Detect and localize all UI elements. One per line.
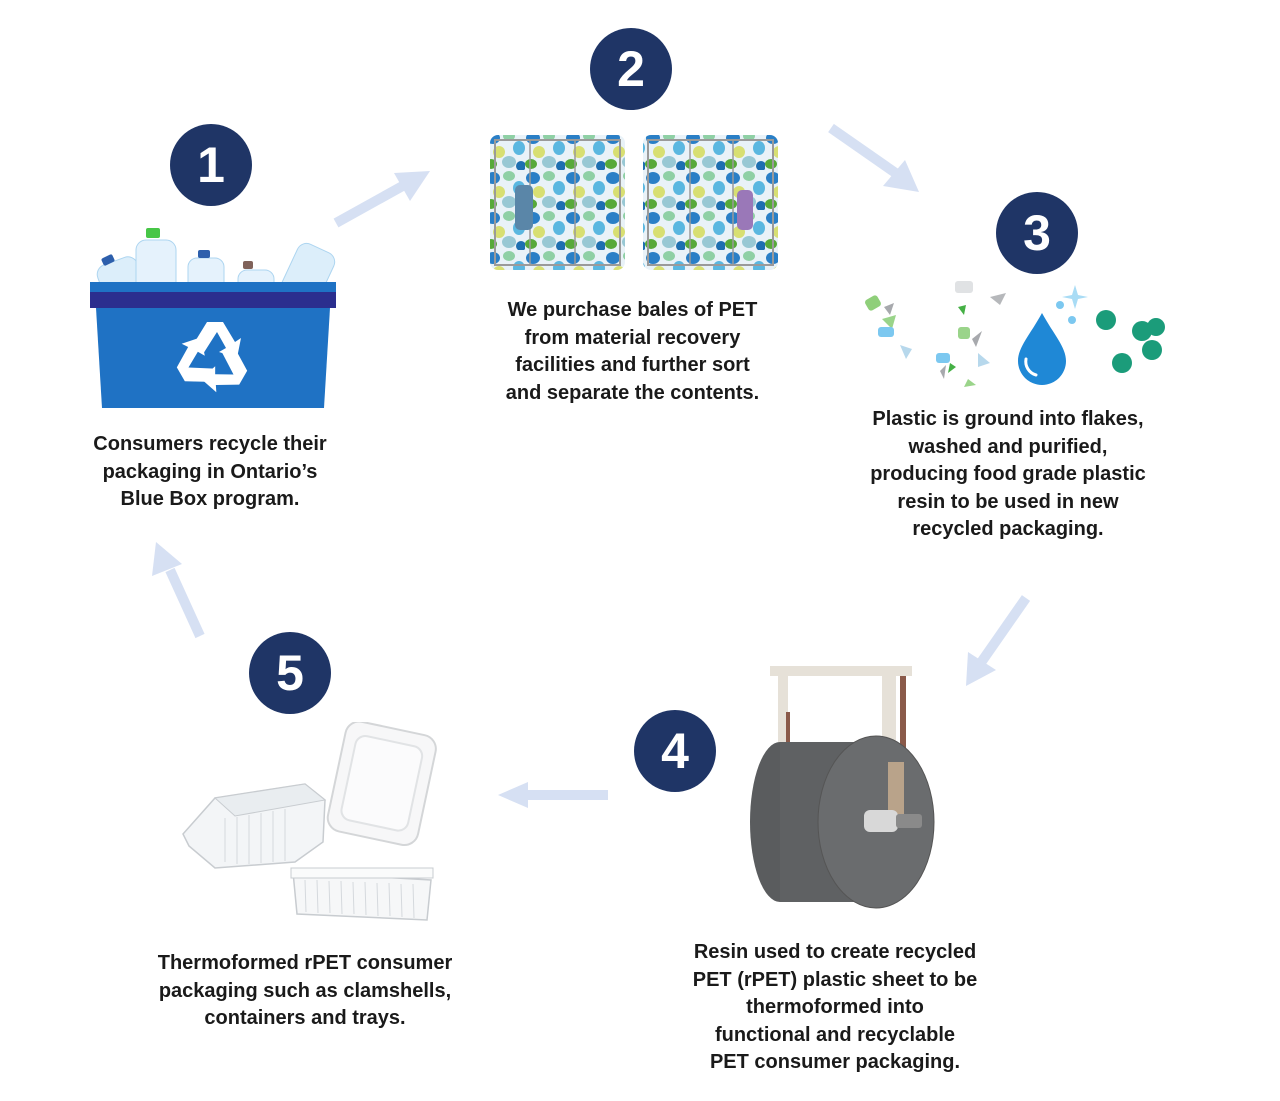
rpet-sheet-roll-icon bbox=[750, 666, 935, 909]
step-4-caption: Resin used to create recycled PET (rPET)… bbox=[692, 941, 978, 1073]
step-number: 1 bbox=[197, 137, 225, 193]
clamshells-trays-icon bbox=[182, 722, 437, 921]
arrow-4-to-5-icon bbox=[498, 782, 608, 808]
arrow-3-to-4-icon bbox=[966, 595, 1031, 686]
step-2-badge: 2 bbox=[590, 28, 672, 110]
arrow-1-to-2-icon bbox=[333, 171, 430, 228]
step-1-caption: Consumers recycle their packaging in Ont… bbox=[93, 433, 327, 510]
step-2-caption: We purchase bales of PET from material r… bbox=[505, 299, 760, 404]
flakes-water-resin-icon bbox=[865, 281, 1165, 387]
pet-bales-icon bbox=[490, 135, 778, 270]
step-number: 4 bbox=[661, 723, 689, 779]
recycling-bin-icon bbox=[90, 228, 336, 408]
arrow-5-to-1-icon bbox=[152, 542, 205, 639]
step-5-caption: Thermoformed rPET consumer packaging suc… bbox=[157, 952, 453, 1029]
step-number: 3 bbox=[1023, 205, 1051, 261]
step-3-caption: Plastic is ground into flakes, washed an… bbox=[870, 408, 1146, 540]
step-5-badge: 5 bbox=[249, 632, 331, 714]
step-number: 2 bbox=[617, 41, 645, 97]
step-1-badge: 1 bbox=[170, 124, 252, 206]
step-3-badge: 3 bbox=[996, 192, 1078, 274]
step-number: 5 bbox=[276, 645, 304, 701]
arrow-2-to-3-icon bbox=[828, 123, 919, 192]
step-4-badge: 4 bbox=[634, 710, 716, 792]
